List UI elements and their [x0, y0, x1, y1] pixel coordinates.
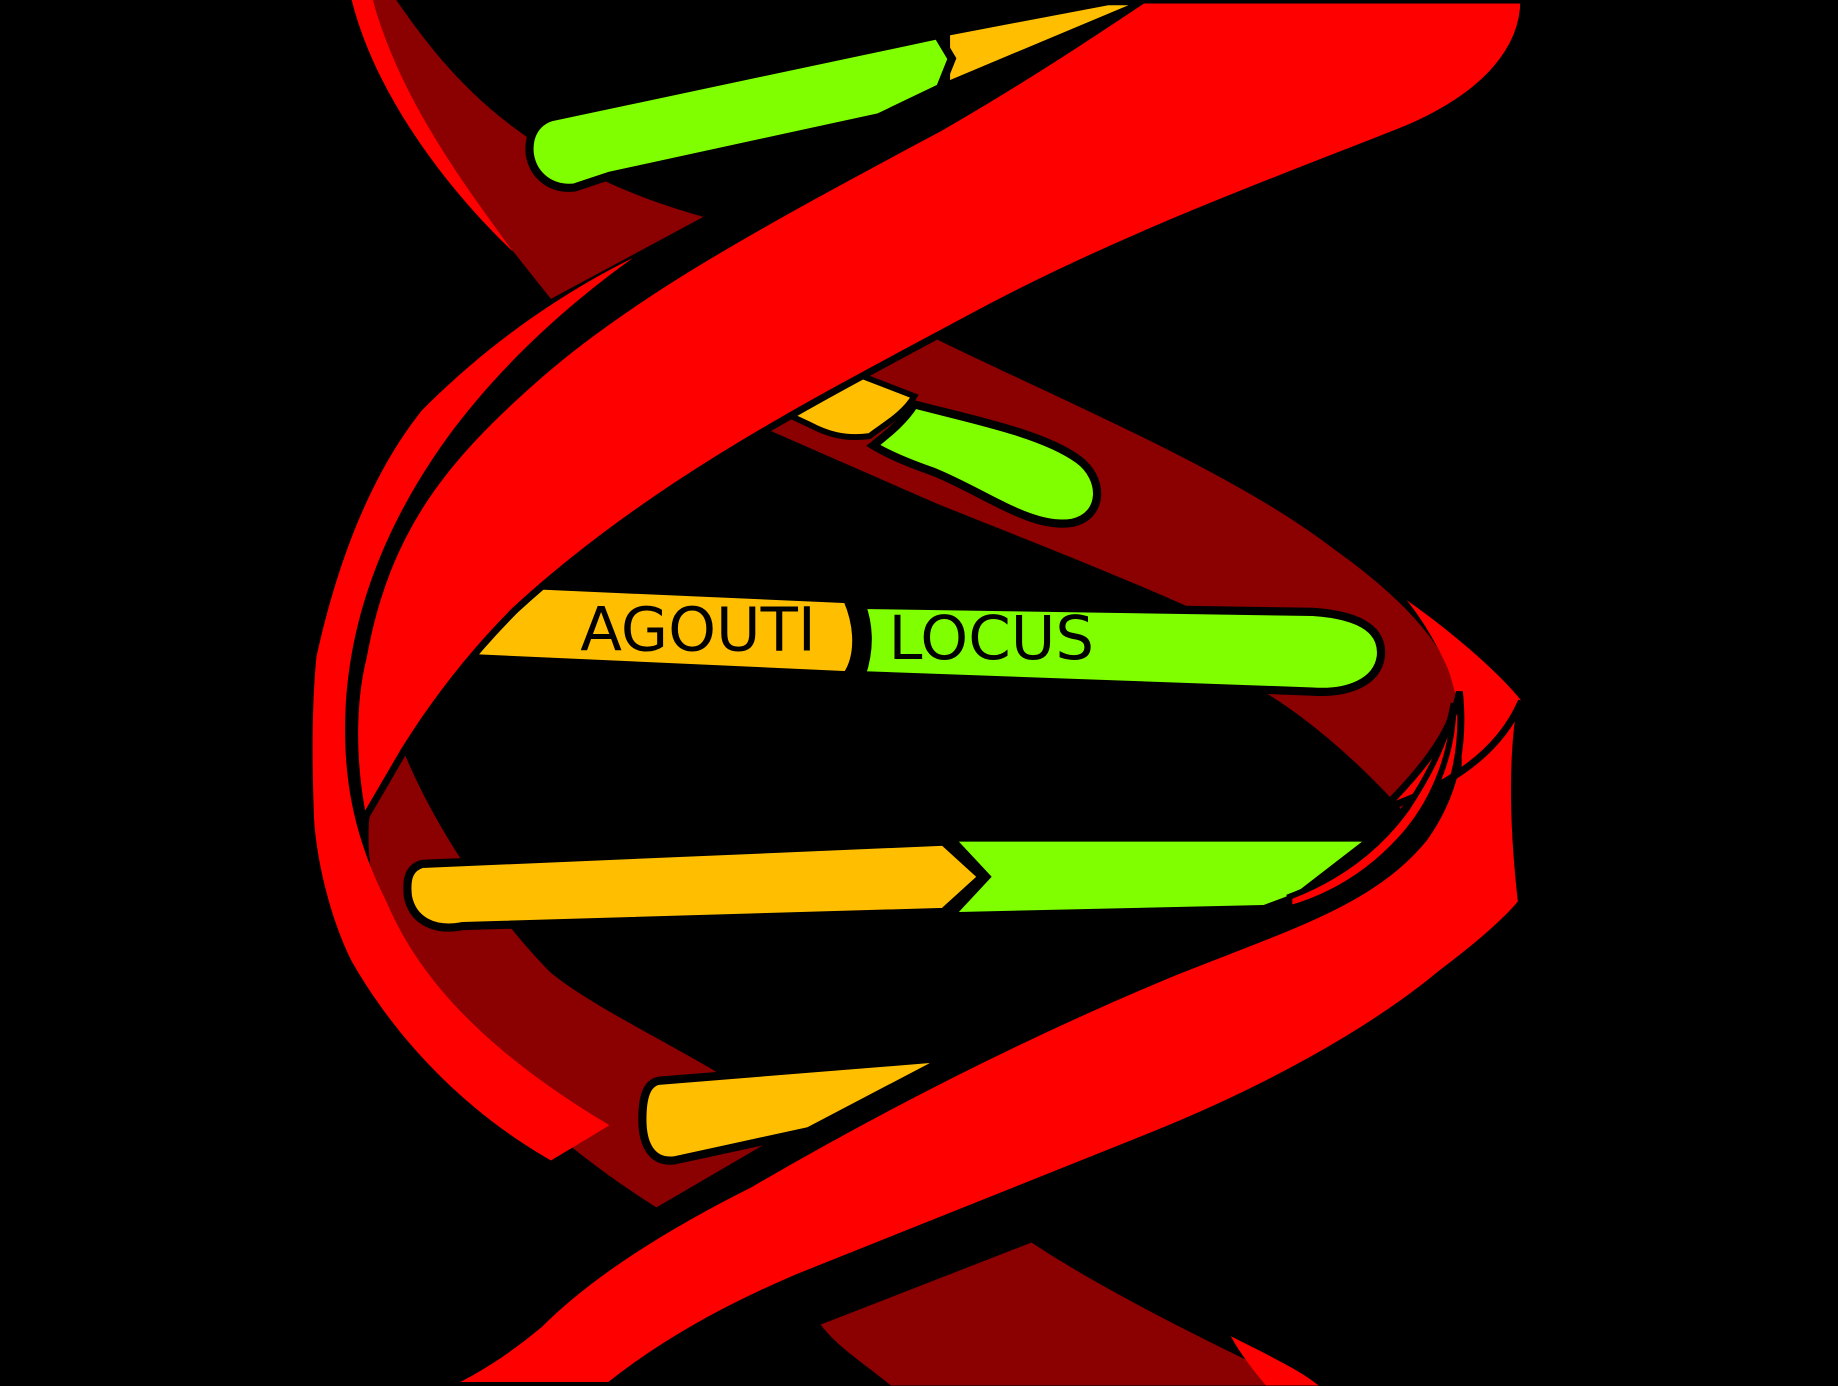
base-pair-5: [638, 1053, 952, 1165]
base-pair-1: [525, 0, 1145, 192]
base-pair-4: [403, 837, 1363, 932]
base-pair-2: [767, 364, 1102, 528]
base-pair-3-agouti-locus: AGOUTI LOCUS: [452, 583, 1386, 696]
locus-label: LOCUS: [889, 603, 1095, 674]
agouti-label: AGOUTI: [580, 595, 816, 666]
